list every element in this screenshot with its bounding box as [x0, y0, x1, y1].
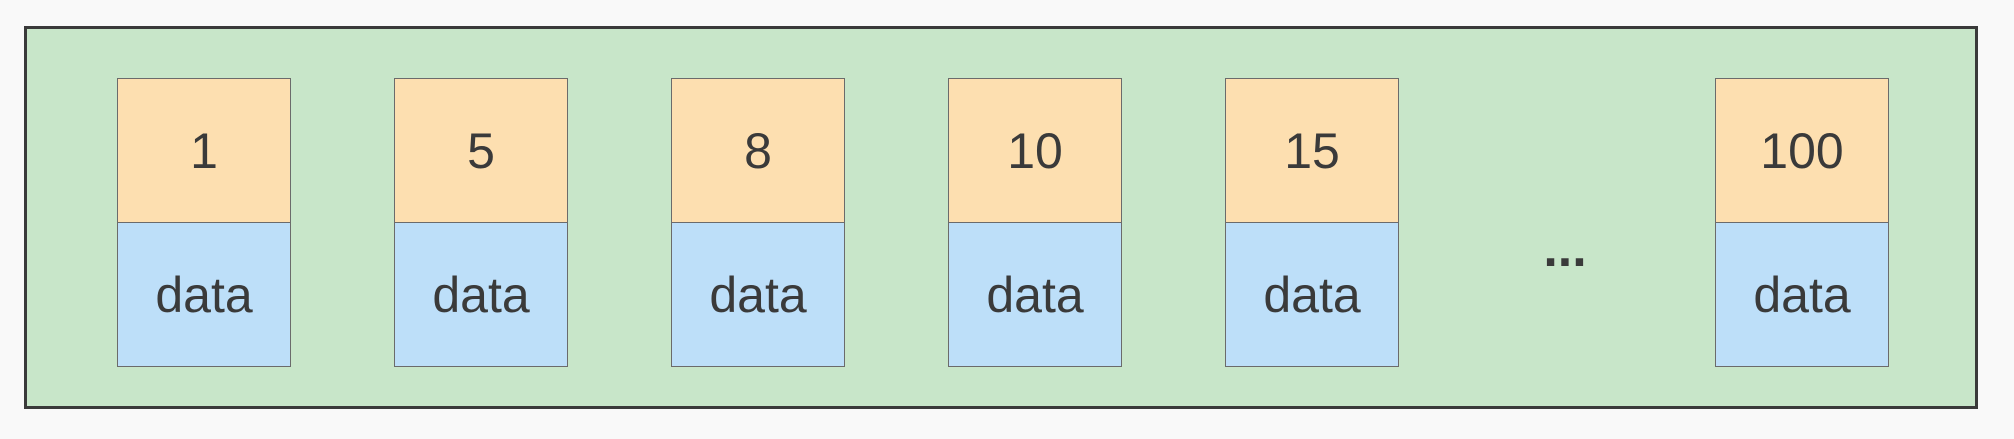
ellipsis: ...	[1543, 220, 1587, 278]
data-cell: data	[117, 222, 291, 367]
data-page: 1 data 5 data 8 data 10 data 15 data ...…	[24, 26, 1978, 409]
key-cell: 10	[948, 78, 1122, 223]
record-10: 10 data	[948, 78, 1122, 367]
record-100: 100 data	[1715, 78, 1889, 367]
data-cell: data	[948, 222, 1122, 367]
key-cell: 5	[394, 78, 568, 223]
key-cell: 1	[117, 78, 291, 223]
record-1: 1 data	[117, 78, 291, 367]
record-15: 15 data	[1225, 78, 1399, 367]
record-5: 5 data	[394, 78, 568, 367]
key-cell: 15	[1225, 78, 1399, 223]
data-cell: data	[394, 222, 568, 367]
data-cell: data	[671, 222, 845, 367]
record-8: 8 data	[671, 78, 845, 367]
data-cell: data	[1225, 222, 1399, 367]
data-cell: data	[1715, 222, 1889, 367]
key-cell: 8	[671, 78, 845, 223]
key-cell: 100	[1715, 78, 1889, 223]
